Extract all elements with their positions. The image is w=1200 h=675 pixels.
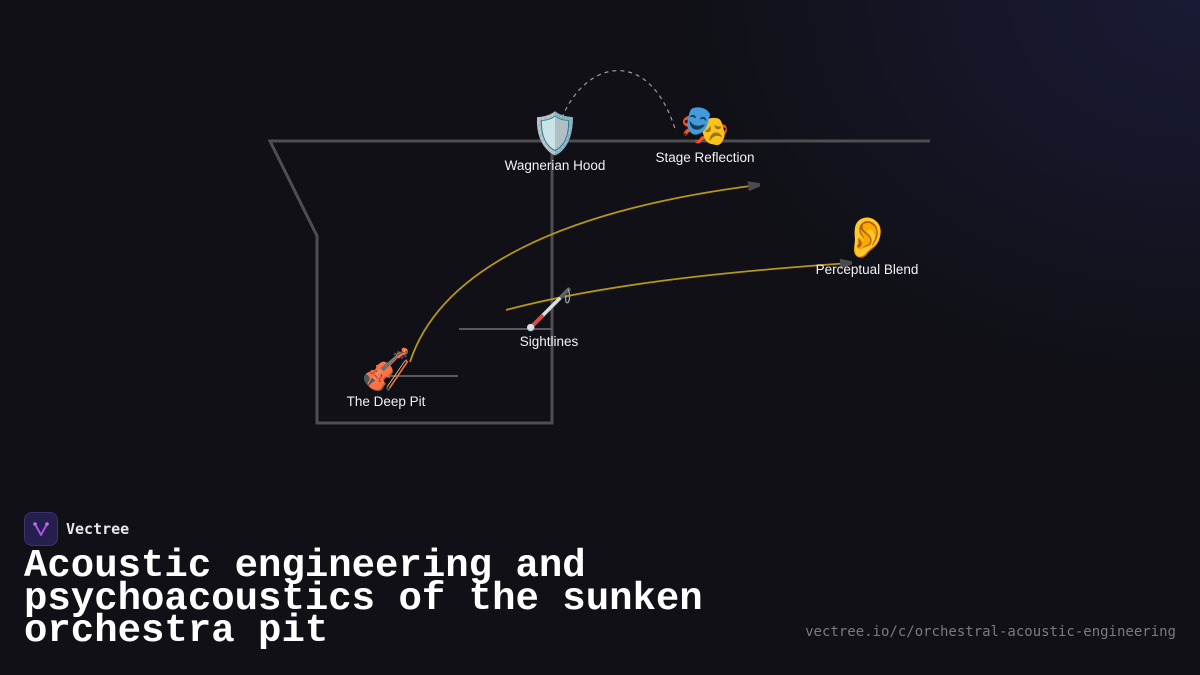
node-wagnerian-hood[interactable]: 🛡️ Wagnerian Hood — [505, 112, 606, 173]
node-label: Sightlines — [519, 334, 579, 349]
vectree-v-logo-icon — [24, 512, 58, 546]
page-title: Acoustic engineering and psychoacoustics… — [24, 544, 703, 653]
node-sightlines[interactable]: 🦯 Sightlines — [520, 288, 579, 349]
node-the-deep-pit[interactable]: 🎻 The Deep Pit — [347, 348, 426, 409]
pit-outline — [267, 139, 930, 425]
violin-icon: 🎻 — [361, 348, 411, 392]
node-label: Wagnerian Hood — [504, 158, 606, 173]
source-url: vectree.io/c/orchestral-acoustic-enginee… — [805, 624, 1176, 640]
node-label: The Deep Pit — [346, 394, 426, 409]
pit-steps — [365, 328, 552, 377]
brand: Vectree — [24, 512, 129, 546]
node-label: Stage Reflection — [655, 150, 755, 165]
node-perceptual-blend[interactable]: 👂 Perceptual Blend — [816, 216, 919, 277]
shield-icon: 🛡️ — [530, 112, 580, 156]
edge-sightlines-to-blend — [505, 263, 850, 311]
brand-name: Vectree — [66, 520, 130, 538]
node-stage-reflection[interactable]: 🎭 Stage Reflection — [655, 104, 754, 165]
white-cane-icon: 🦯 — [524, 288, 574, 332]
node-label: Perceptual Blend — [815, 262, 919, 277]
edge-pit-to-reflection — [409, 185, 758, 363]
edge-hood-to-reflection — [561, 70, 677, 133]
performing-arts-masks-icon: 🎭 — [680, 104, 730, 148]
ear-icon: 👂 — [842, 216, 892, 260]
